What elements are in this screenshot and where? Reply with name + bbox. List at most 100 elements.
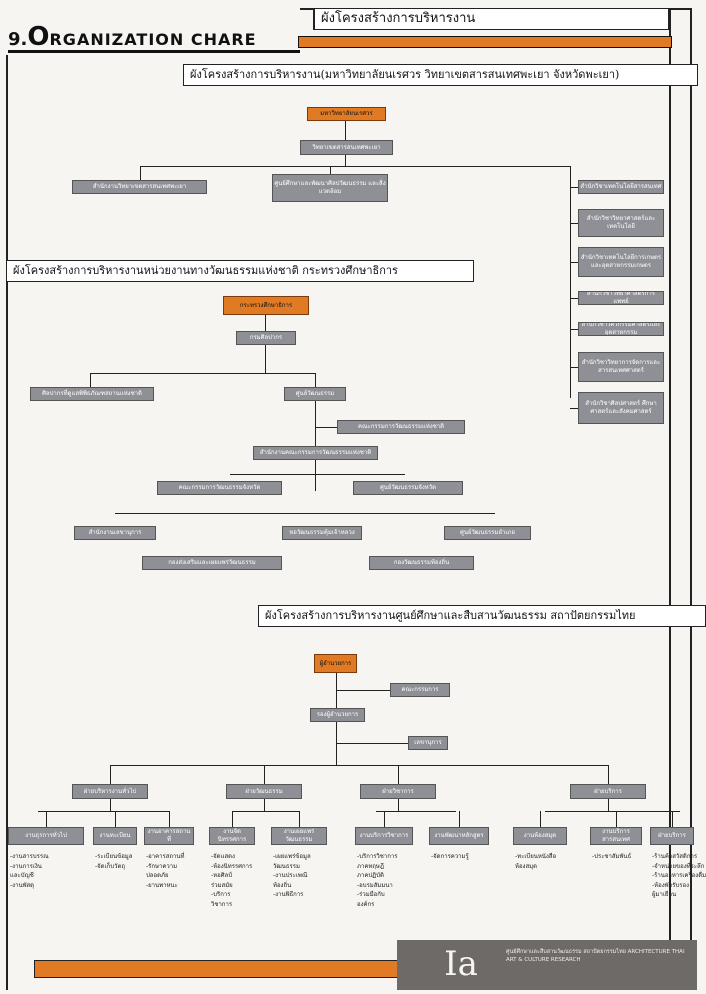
footer-orange-bar [34, 960, 398, 978]
chart3-list-item: -อบรมสัมมนา [357, 881, 393, 889]
title-underline [8, 50, 300, 53]
chart3-list-item: -ทะเบียนหนังสือ [515, 853, 557, 860]
chart3-unit-list: -ประชาสัมพันธ์ [592, 852, 644, 862]
chart3-list-item: ปลอดภัย [146, 872, 169, 879]
chart3-committee-box: คณะกรรมการ [390, 683, 450, 697]
connector [570, 223, 578, 224]
connector [345, 121, 346, 140]
chart3-deputy-box: รองผู้อำนวยการ [310, 708, 365, 722]
chart2-prov-council-box: คณะกรรมการวัฒนธรรมจังหวัด [157, 481, 282, 495]
chart3-unit-box: งานเผยแพร่วัฒนธรรม [271, 827, 327, 845]
connector [315, 373, 316, 387]
connector [336, 690, 390, 691]
chart2-left-box: ศิลปากรที่ดูแลพิพิธภัณฑสถานแห่งชาติ [30, 387, 154, 401]
connector [90, 373, 91, 387]
chart3-list-item: และบัญชี [10, 872, 34, 879]
title-rest: RGANIZATION CHARE [49, 30, 257, 49]
connector [459, 811, 460, 827]
chart3-list-item: -งานประเพณี [273, 872, 308, 879]
chart3-division-box: ฝ่ายวิชาการ [360, 784, 436, 799]
connector [265, 345, 266, 373]
connector [38, 811, 170, 812]
chart3-list-item: -หอศิลป์ [211, 872, 233, 879]
connector [110, 799, 111, 811]
chart3-list-item: -ระเบียนข้อมูล [95, 853, 133, 860]
chart1-mid-box: ศูนย์ศึกษาและพัฒนาศิลปวัฒนธรรม และสิ่งแว… [272, 174, 388, 202]
connector [570, 329, 578, 330]
chart3-unit-list: -บริการวิชาการภาคทฤษฎีภาคปฏิบัติ -อบรมสัม… [357, 852, 415, 909]
section-number: 9. [8, 29, 28, 50]
chart3-unit-box: ฝ่ายบริการ [650, 827, 694, 845]
connector [398, 765, 399, 784]
frame-right-line-2 [690, 8, 692, 988]
chart3-list-item: -งานพิธีการ [273, 891, 304, 898]
chart3-list-item: องค์กร [357, 900, 375, 908]
chart3-list-item: ห้องสมุด [515, 862, 538, 870]
connector [336, 690, 337, 708]
chart3-unit-list: -ระเบียนข้อมูล-จัดเก็บวัตถุ [95, 852, 139, 871]
chart3-list-item: -ร้านค้าสวัสดิการ [652, 853, 698, 860]
connector [570, 262, 578, 263]
chart3-division-box: ฝ่ายบริหารงานทั่วไป [72, 784, 148, 799]
connector [115, 513, 495, 514]
chart3-list-item: ภาคปฏิบัติ [357, 872, 384, 879]
connector [232, 811, 300, 812]
connector [570, 408, 578, 409]
frame-right-line-1 [669, 8, 671, 988]
chart2-row4-box: หอวัฒนธรรมคุ้มเจ้าหลวง [282, 526, 362, 540]
chart1-right-box: สำนักวิชาวิทยาศาสตร์และเทคโนโลยี [578, 209, 664, 237]
connector [570, 187, 578, 188]
chart1-right-box: สำนักวิชาศิลปศาสตร์ ศึกษาศาสตร์และสังคมศ… [578, 392, 664, 424]
connector [608, 765, 609, 784]
chart1-header: ผังโครงสร้างการบริหารงาน(มหาวิทยาลัยนเรศ… [183, 64, 698, 86]
chart3-list-item: -ร้านอาหารเครื่องดื่ม [652, 872, 706, 879]
chart3-unit-list: -งานสารบรรณ-งานการเงินและบัญชี-งานพัสดุ [10, 852, 86, 890]
footer-info: ศูนย์ศึกษาและสืบสานวัฒนธรรม สถาปัตยกรรมไ… [506, 949, 685, 963]
chart2-council-box: คณะกรรมการวัฒนธรรมแห่งชาติ [337, 420, 465, 434]
connector [672, 811, 673, 827]
frame-left-line [6, 55, 8, 990]
connector [540, 811, 541, 827]
chart3-unit-box: งานบริการสารสนเทศ [590, 827, 642, 845]
connector [115, 811, 116, 827]
chart3-list-item: -รักษาความ [146, 862, 178, 870]
connector [336, 673, 337, 690]
chart3-list-item: ภาคทฤษฎี [357, 862, 384, 870]
connector [376, 811, 456, 812]
chart2-row5-box: กองส่งเสริมและเผยแพร่วัฒนธรรม [142, 556, 282, 570]
chart3-unit-list: -เผยแพร่ข้อมูลวัฒนธรรม-งานประเพณีท้องถิ่… [273, 852, 329, 900]
chart3-list-item: -จัดแสดง [211, 853, 235, 860]
connector [398, 799, 399, 811]
connector [345, 155, 346, 166]
chart3-division-box: ฝ่ายวัฒนธรรม [226, 784, 302, 799]
chart1-right-box: สำนักวิชาวิศวกรรมศาสตร์และอุตสาหกรรม [578, 322, 664, 336]
chart2-second-box: กรมศิลปากร [236, 331, 296, 345]
connector [315, 427, 337, 428]
connector [264, 765, 265, 784]
chart2-header: ผังโครงสร้างการบริหารงานหน่วยงานทางวัฒนธ… [6, 260, 474, 282]
chart3-list-item: วิชาการ [211, 900, 233, 908]
chart3-division-box: ฝ่ายบริการ [570, 784, 646, 799]
chart3-top-box: ผู้อำนวยการ [314, 654, 357, 673]
chart1-right-box: สำนักวิชาเทคโนโลยีสารสนเทศ [578, 180, 664, 194]
chart3-unit-box: งานจัดนิทรรศการ [209, 827, 255, 845]
chart3-unit-box: งานอาคารสถานที่ [144, 827, 194, 845]
chart3-list-item: -งานสารบรรณ [10, 853, 49, 860]
chart2-center-box: ศูนย์วัฒนธรรม [284, 387, 346, 401]
chart3-list-item: -บริการวิชาการ [357, 853, 398, 860]
connector [90, 373, 315, 374]
connector [140, 166, 141, 180]
connector [46, 811, 47, 827]
chart3-unit-box: งานห้องสมุด [513, 827, 567, 845]
title-orange-bar [298, 36, 672, 48]
connector [570, 166, 571, 398]
chart3-list-item: -จัดการความรู้ [431, 853, 469, 860]
connector [545, 811, 680, 812]
title-initial: O [27, 22, 50, 52]
chart3-unit-list: -อาคารสถานที่-รักษาความปลอดภัย-ยานพาหนะ [146, 852, 196, 890]
connector [265, 315, 266, 331]
chart3-list-item: -ยานพาหนะ [146, 881, 178, 889]
chart3-header: ผังโครงสร้างการบริหารงานศูนย์ศึกษาและสืบ… [258, 605, 706, 627]
chart3-list-item: -เผยแพร่ข้อมูล [273, 853, 311, 860]
chart3-list-item: -งานพัสดุ [10, 881, 35, 889]
